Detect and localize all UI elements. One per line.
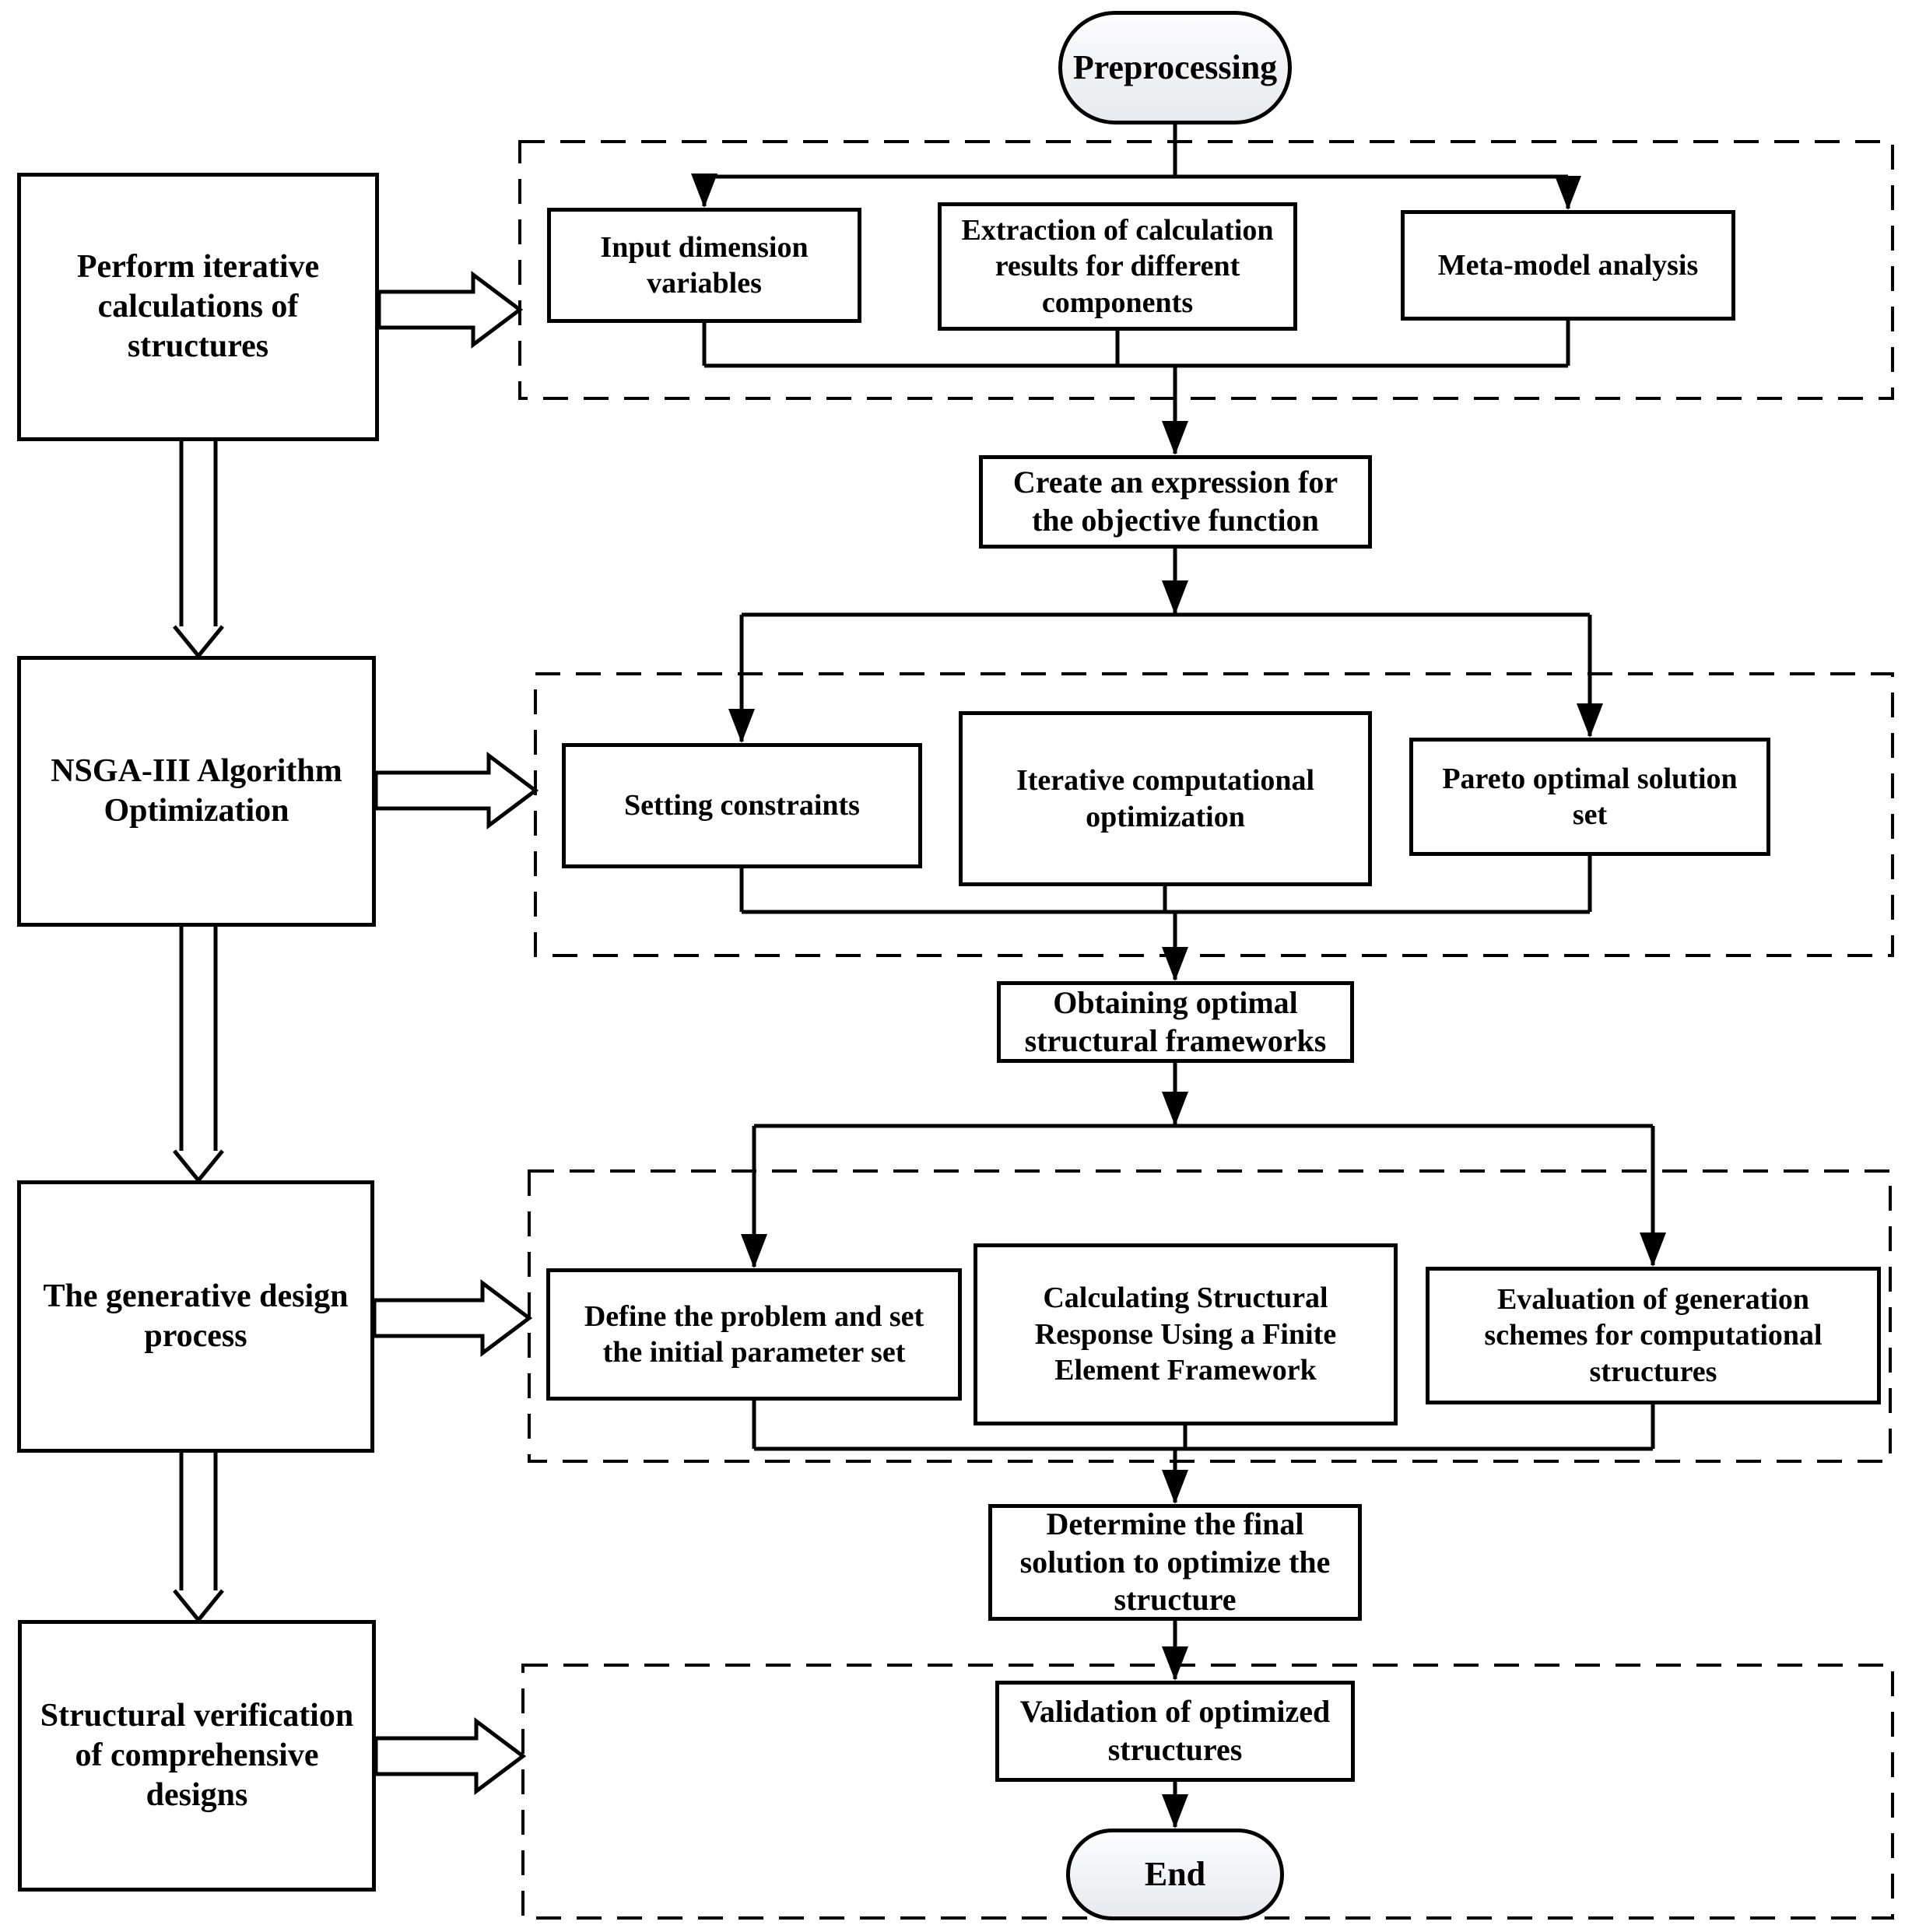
block-arrow-right-icon bbox=[374, 752, 539, 829]
stage-structural-verification: Structural verification of comprehensive… bbox=[18, 1620, 376, 1892]
block-arrow-right-icon bbox=[374, 1717, 527, 1795]
step-determine-final-solution: Determine the final solution to optimize… bbox=[988, 1504, 1362, 1621]
step-evaluation-of-generation-schemes: Evaluation of generation schemes for com… bbox=[1426, 1267, 1881, 1404]
arrowheads bbox=[691, 174, 1666, 1829]
step-calculating-structural-response: Calculating Structural Response Using a … bbox=[974, 1243, 1398, 1425]
phase1-boundary bbox=[518, 140, 1894, 400]
step-setting-constraints: Setting constraints bbox=[562, 743, 922, 868]
stage-generative-design-process: The generative design process bbox=[17, 1180, 374, 1453]
stage-perform-iterative-calculations: Perform iterative calculations of struct… bbox=[17, 173, 379, 441]
block-arrow-right-icon bbox=[372, 1279, 533, 1357]
step-define-problem-parameters: Define the problem and set the initial p… bbox=[546, 1268, 962, 1401]
double-line-arrow-down-icon bbox=[173, 1453, 224, 1623]
step-create-objective-function: Create an expression for the objective f… bbox=[979, 455, 1372, 549]
start-terminal: Preprocessing bbox=[1058, 11, 1292, 124]
stage-nsga-iii-optimization: NSGA-III Algorithm Optimization bbox=[17, 656, 376, 927]
step-meta-model-analysis: Meta-model analysis bbox=[1401, 210, 1735, 321]
phase2-boundary bbox=[534, 672, 1894, 957]
step-pareto-optimal-solution-set: Pareto optimal solution set bbox=[1409, 738, 1770, 856]
step-extraction-of-results: Extraction of calculation results for di… bbox=[938, 202, 1297, 331]
step-validation-of-optimized-structures: Validation of optimized structures bbox=[995, 1681, 1355, 1782]
end-terminal: End bbox=[1066, 1829, 1284, 1920]
step-iterative-computational-optimization: Iterative computational optimization bbox=[959, 711, 1372, 886]
step-input-dimension-variables: Input dimension variables bbox=[547, 208, 861, 323]
double-line-arrow-down-icon bbox=[173, 441, 224, 659]
step-obtaining-optimal-frameworks: Obtaining optimal structural frameworks bbox=[997, 981, 1354, 1063]
double-line-arrow-down-icon bbox=[173, 927, 224, 1183]
block-arrow-right-icon bbox=[377, 271, 524, 349]
